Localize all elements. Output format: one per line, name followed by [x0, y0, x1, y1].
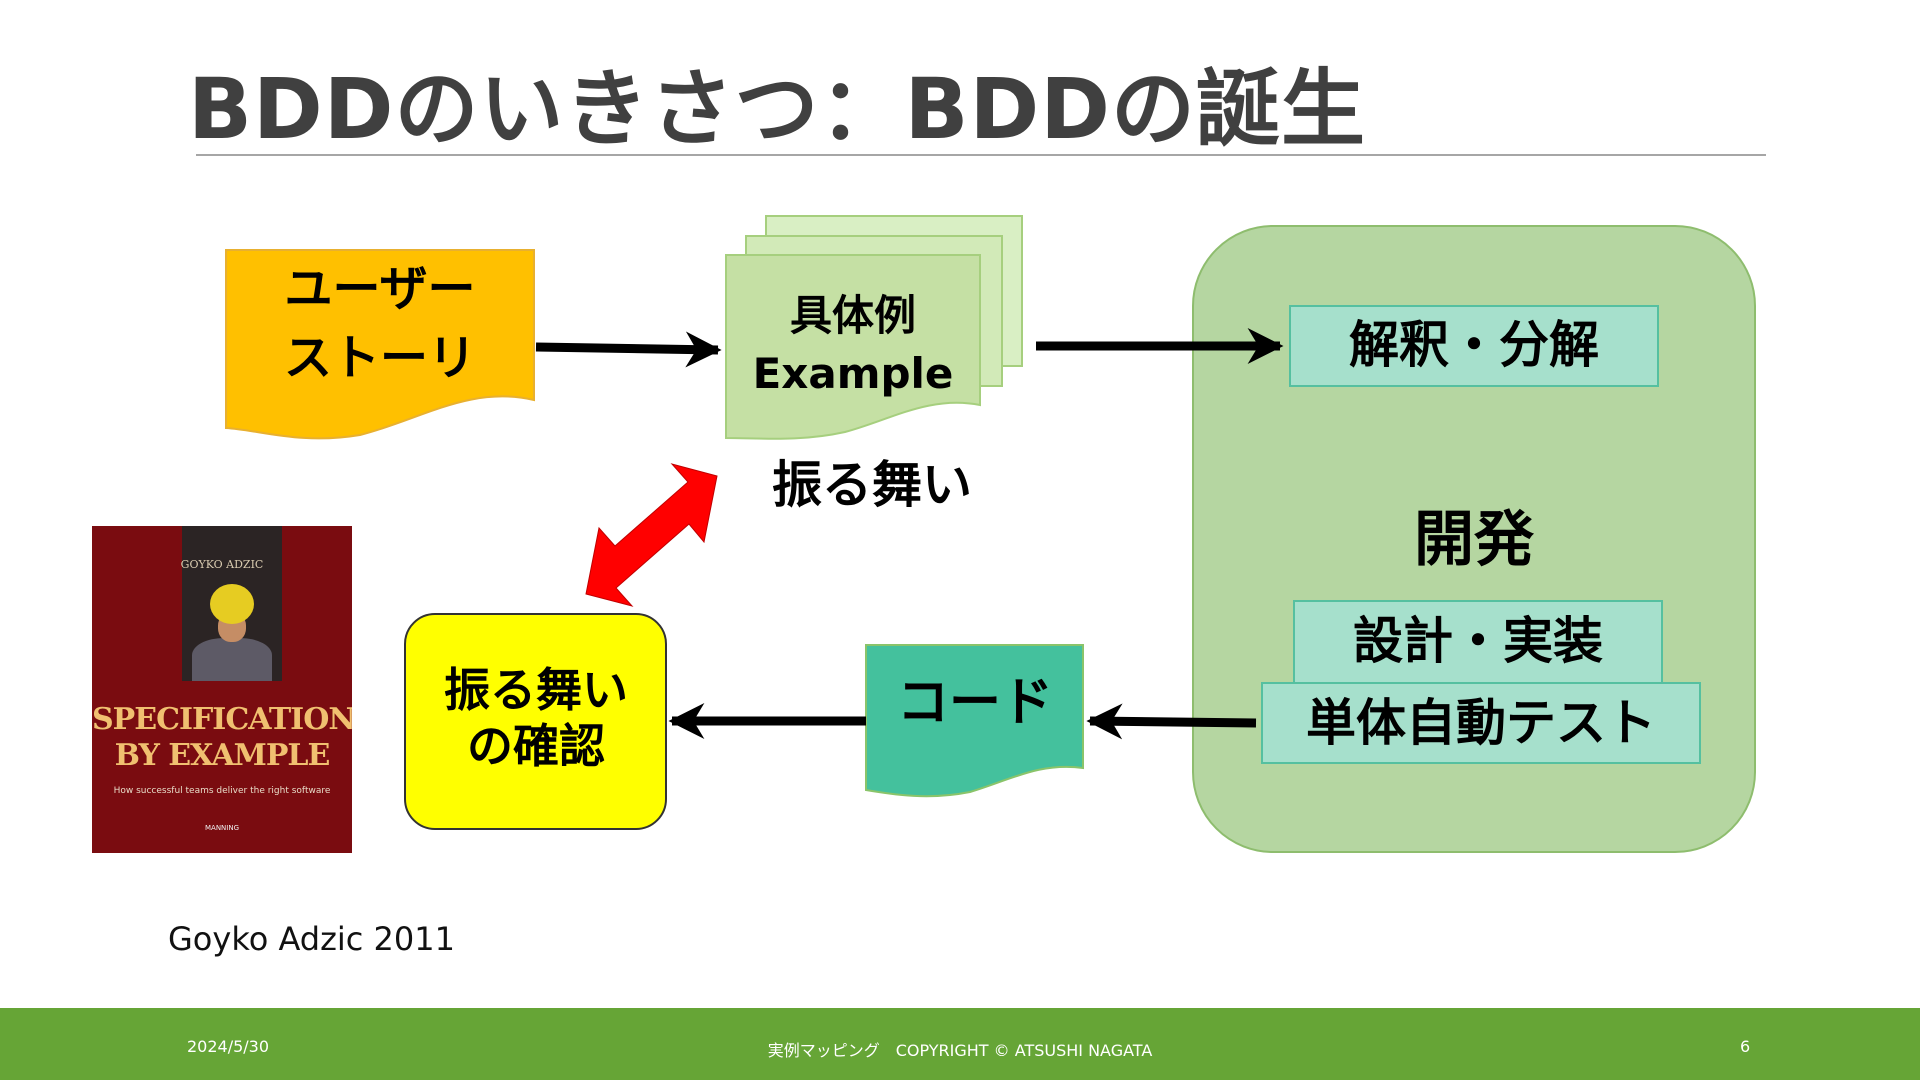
- verify-box: [404, 613, 667, 830]
- interpret-box: [1289, 305, 1659, 387]
- cover-subtitle: How successful teams deliver the right s…: [113, 786, 331, 796]
- slide-title: BDDのいきさつ：BDDの誕生: [188, 60, 1366, 158]
- unit-test-box: [1261, 682, 1701, 764]
- code-shape: [865, 644, 1084, 798]
- cover-title-line1: SPECIFICATION: [92, 702, 352, 737]
- bdd-diagram: ユーザー ストーリ 具体例 Example 振る舞い 開発 解釈・分解 設計・実…: [225, 215, 1756, 853]
- arrow-story-to-example: [535, 331, 722, 368]
- arrow-dev-to-code: [1086, 703, 1257, 740]
- user-story-label-1: ユーザー: [284, 261, 475, 317]
- interpret-label: 解釈・分解: [1349, 316, 1599, 374]
- code-label: コード: [897, 673, 1053, 733]
- cover-figure-body: [192, 638, 272, 681]
- example-doc-front: [725, 254, 981, 440]
- unit-test-label: 単体自動テスト: [1306, 694, 1656, 752]
- footer-copyright: 実例マッピング COPYRIGHT © ATSUSHI NAGATA: [767, 1041, 1153, 1060]
- verify-label-2: の確認: [467, 719, 605, 773]
- cover-author: GOYKO ADZIC: [180, 558, 264, 571]
- book-caption: Goyko Adzic 2011: [168, 920, 455, 958]
- development-label: 開発: [1414, 505, 1535, 575]
- cover-title-line2: BY EXAMPLE: [114, 738, 331, 773]
- design-label: 設計・実装: [1353, 612, 1603, 670]
- example-label-2: Example: [753, 349, 954, 398]
- cover-figure-turban: [210, 584, 254, 624]
- footer-date: 2024/5/30: [187, 1037, 270, 1056]
- verify-label-1: 振る舞い: [444, 663, 628, 717]
- red-double-arrow: [585, 463, 718, 607]
- book-cover-image: GOYKO ADZIC SPECIFICATION BY EXAMPLE How…: [92, 526, 352, 853]
- cover-publisher: MANNING: [204, 824, 240, 832]
- user-story-label-2: ストーリ: [284, 330, 476, 386]
- example-label-1: 具体例: [790, 291, 916, 340]
- footer-page-number: 6: [1740, 1037, 1751, 1056]
- user-story-shape: [225, 249, 535, 440]
- slide-footer: 2024/5/30 実例マッピング COPYRIGHT © ATSUSHI NA…: [0, 1008, 1920, 1080]
- title-divider: [196, 154, 1766, 156]
- behavior-label: 振る舞い: [772, 456, 972, 514]
